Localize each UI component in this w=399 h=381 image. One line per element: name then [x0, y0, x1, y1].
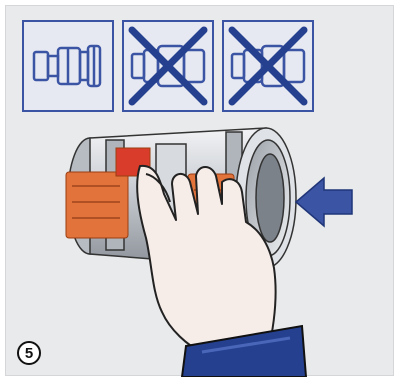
insert-direction-arrow [296, 178, 352, 226]
instruction-panel: 5 [5, 5, 394, 376]
press-fitting-illustration [6, 6, 395, 377]
step-number-badge: 5 [17, 341, 41, 365]
